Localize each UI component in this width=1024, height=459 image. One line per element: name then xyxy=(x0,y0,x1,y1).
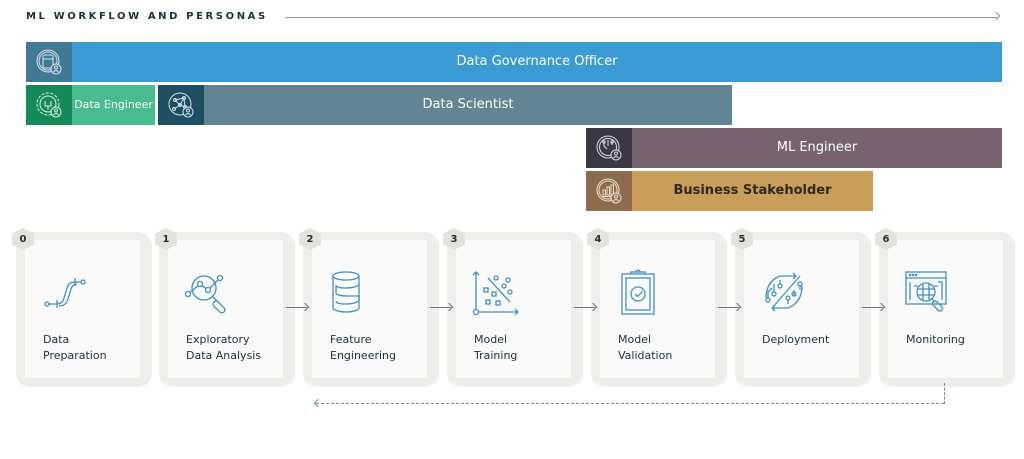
monitor-search-icon xyxy=(905,271,947,312)
scatter-plot-icon xyxy=(472,271,519,316)
magnifier-graph-icon xyxy=(184,274,226,314)
step-label: Feature Engineering xyxy=(330,333,396,362)
step-number-badge: 5 xyxy=(731,228,753,250)
persona-label: Data Governance Officer xyxy=(456,54,618,69)
flow-arrow-2-to-3 xyxy=(430,307,452,308)
persona-bar-business-stakeholder: Business Stakeholder xyxy=(586,171,873,211)
step-card-exploratory-data-analysis: Exploratory Data Analysis 1 xyxy=(155,228,295,387)
flow-arrow-4-to-5 xyxy=(718,307,740,308)
persona-label: Data Scientist xyxy=(422,97,514,112)
persona-bar-data-engineer: Data Engineer xyxy=(26,85,155,125)
step-card-feature-engineering: Feature Engineering 2 xyxy=(299,228,439,387)
step-card-model-training: Model Training 3 xyxy=(443,228,583,387)
persona-label: Business Stakeholder xyxy=(673,183,832,198)
database-icon xyxy=(332,271,360,313)
step-number-badge: 6 xyxy=(875,228,897,250)
step-card-data-preparation: Data Preparation 0 xyxy=(12,228,152,387)
feedback-loop-vertical xyxy=(944,383,945,404)
clipboard-check-icon xyxy=(621,269,655,315)
deployment-cycle-icon xyxy=(765,272,803,312)
title-arrow-head-icon xyxy=(991,11,1001,21)
step-card-monitoring: Monitoring 6 xyxy=(875,228,1015,387)
persona-bar-ml-engineer: ML Engineer xyxy=(586,128,1002,168)
step-card-deployment: Deployment 5 xyxy=(731,228,871,387)
step-card-model-validation: Model Validation 4 xyxy=(587,228,727,387)
title-arrow-line xyxy=(285,17,997,18)
persona-label: ML Engineer xyxy=(776,140,858,155)
circuit-user-icon xyxy=(586,128,632,168)
diagram-title: ML WORKFLOW AND PERSONAS xyxy=(26,11,268,22)
gear-wrench-user-icon xyxy=(26,85,72,125)
persona-bar-data-scientist: Data Scientist xyxy=(158,85,732,125)
step-number-badge: 1 xyxy=(155,228,177,250)
step-label: Model Training xyxy=(474,333,518,362)
step-label: Data Preparation xyxy=(43,333,107,362)
step-label: Model Validation xyxy=(618,333,673,362)
step-label: Deployment xyxy=(762,333,830,346)
network-user-icon xyxy=(158,85,204,125)
step-number-badge: 0 xyxy=(12,228,34,250)
feedback-loop-horizontal xyxy=(316,403,944,404)
database-user-icon xyxy=(26,42,72,82)
persona-bar-data-governance-officer: Data Governance Officer xyxy=(26,42,1002,82)
step-number-badge: 4 xyxy=(587,228,609,250)
flow-arrow-3-to-4 xyxy=(574,307,596,308)
pipe-icon xyxy=(44,278,86,308)
step-number-badge: 3 xyxy=(443,228,465,250)
flow-arrow-5-to-6 xyxy=(862,307,884,308)
flow-arrow-1-to-2 xyxy=(286,307,308,308)
step-label: Monitoring xyxy=(906,333,965,346)
step-label: Exploratory Data Analysis xyxy=(186,333,262,362)
bar-chart-user-icon xyxy=(586,171,632,211)
step-number-badge: 2 xyxy=(299,228,321,250)
feedback-loop-arrow-head-icon xyxy=(313,398,323,408)
persona-label: Data Engineer xyxy=(74,98,153,111)
